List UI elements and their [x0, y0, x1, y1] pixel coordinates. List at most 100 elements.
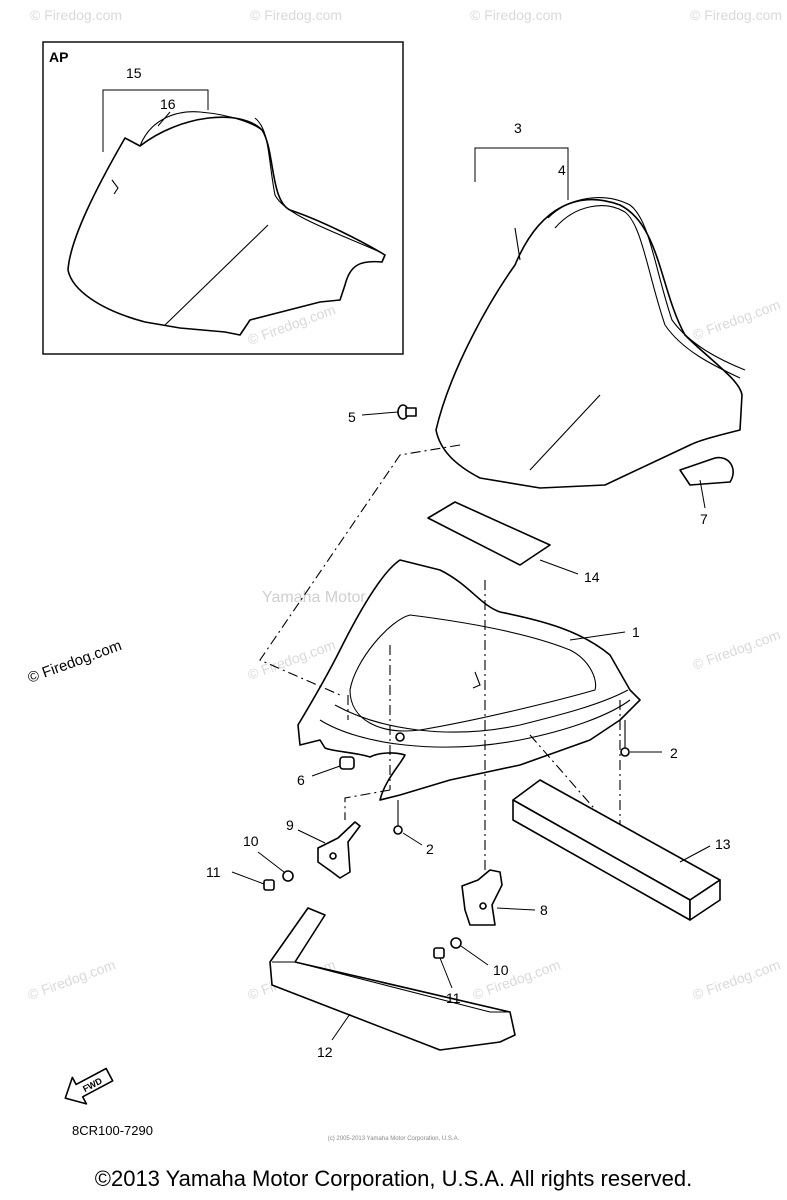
callout-2: 2	[670, 745, 678, 761]
inset-reflection	[164, 224, 269, 326]
leader-13	[679, 845, 711, 863]
leader-7	[699, 479, 706, 509]
screw-2a	[620, 720, 662, 757]
windshield-trim-4-inner	[554, 205, 741, 379]
watermark-text: © Firedog.com	[246, 636, 338, 683]
cowl-1-hook	[472, 671, 481, 689]
inset-bracket	[111, 179, 119, 195]
cowl-1-rim	[334, 689, 629, 733]
callout-1: 1	[632, 624, 640, 640]
dash-line	[259, 444, 461, 696]
watermark-text: © Firedog.com	[470, 7, 562, 23]
grommet-7-body	[679, 456, 734, 486]
pad-14	[427, 501, 579, 575]
washer-10a	[282, 870, 294, 882]
leader-5	[361, 411, 399, 416]
inset-trim-edge	[254, 117, 381, 253]
leader-14	[539, 559, 579, 575]
callout-13: 13	[715, 836, 731, 852]
bumper-12	[269, 907, 516, 1051]
callout-2: 2	[426, 841, 434, 857]
leader-12	[331, 1013, 351, 1041]
callout-12: 12	[317, 1044, 333, 1060]
leader-9	[297, 829, 326, 844]
windshield-body	[435, 198, 743, 489]
callout-bracket-15	[102, 89, 209, 152]
leader-6	[311, 765, 341, 777]
windshield-reflection	[529, 394, 601, 471]
bumper-12-body	[269, 907, 516, 1051]
tiny-copyright: (c) 2005-2013 Yamaha Motor Corporation, …	[327, 1136, 460, 1142]
inset-frame	[42, 41, 404, 355]
callout-3: 3	[514, 120, 522, 136]
watermark-text: © Firedog.com	[690, 7, 782, 23]
windshield-3	[435, 147, 746, 489]
bracket-8-body	[461, 869, 503, 926]
leader-10b	[460, 945, 489, 966]
bracket-9-body	[317, 821, 361, 879]
callout-9: 9	[286, 817, 294, 833]
grommet-7	[679, 456, 734, 509]
callout-8: 8	[540, 902, 548, 918]
foam-13-end	[689, 879, 721, 921]
screw-5	[361, 404, 417, 420]
foam-13-top	[512, 779, 721, 901]
hardware-left	[231, 851, 294, 891]
windshield-mount-tab	[514, 227, 521, 261]
screw-2b	[393, 800, 423, 846]
callout-10: 10	[493, 962, 509, 978]
watermark-text: © Firedog.com	[691, 626, 783, 673]
nut-6-body	[339, 756, 355, 770]
bracket-8	[461, 869, 536, 926]
callout-15: 15	[126, 65, 142, 81]
bumper-12-top-edge	[294, 961, 510, 1013]
callout-6: 6	[297, 772, 305, 788]
callout-10: 10	[243, 833, 259, 849]
cowl-1	[297, 559, 641, 801]
assembly-lines	[259, 444, 621, 870]
bracket-8-hole	[479, 902, 487, 910]
inset-trim-top	[139, 111, 263, 147]
dash-line	[344, 789, 391, 820]
watermark-dark: © Firedog.com	[26, 637, 124, 687]
cowl-1-body	[297, 559, 641, 801]
callout-4: 4	[558, 162, 566, 178]
cowl-1-hole	[395, 732, 405, 742]
callout-11: 11	[446, 990, 461, 1006]
fwd-arrow-shape	[64, 1067, 114, 1105]
screw-5-shank	[405, 407, 417, 417]
fwd-arrow: FWD	[64, 1067, 114, 1105]
watermark-text: © Firedog.com	[30, 7, 122, 23]
cowl-1-opening	[349, 614, 597, 732]
washer-10b	[450, 937, 462, 949]
leader-10a	[257, 851, 285, 873]
leader-16	[157, 111, 171, 127]
nut-11b	[433, 947, 445, 959]
callout-7: 7	[700, 511, 708, 527]
diagram-code: 8CR100-7290	[72, 1123, 153, 1138]
watermark-text: © Firedog.com	[250, 7, 342, 23]
copyright-footer: ©2013 Yamaha Motor Corporation, U.S.A. A…	[94, 1166, 693, 1191]
watermark-text: © Firedog.com	[691, 296, 783, 343]
callout-14: 14	[584, 569, 600, 585]
nut-6	[311, 756, 355, 777]
watermark-text: © Firedog.com	[26, 956, 118, 1003]
callout-5: 5	[348, 409, 356, 425]
leader-11b	[439, 957, 453, 989]
dash-line	[529, 734, 621, 839]
screw-2a-head	[620, 747, 630, 757]
leader-8	[496, 907, 536, 911]
leader-11a	[231, 871, 265, 885]
screw-2b-head	[393, 825, 403, 835]
inset-windshield	[67, 116, 386, 336]
pad-14-body	[427, 501, 551, 566]
windshield-trim-4	[547, 197, 746, 371]
watermark-text: © Firedog.com	[471, 956, 563, 1003]
callout-11: 11	[206, 864, 221, 880]
callout-bracket-3	[474, 147, 569, 200]
hardware-right	[433, 937, 489, 989]
foam-13	[512, 779, 721, 921]
callout-16: 16	[160, 96, 176, 112]
inset-label: AP	[49, 49, 68, 65]
